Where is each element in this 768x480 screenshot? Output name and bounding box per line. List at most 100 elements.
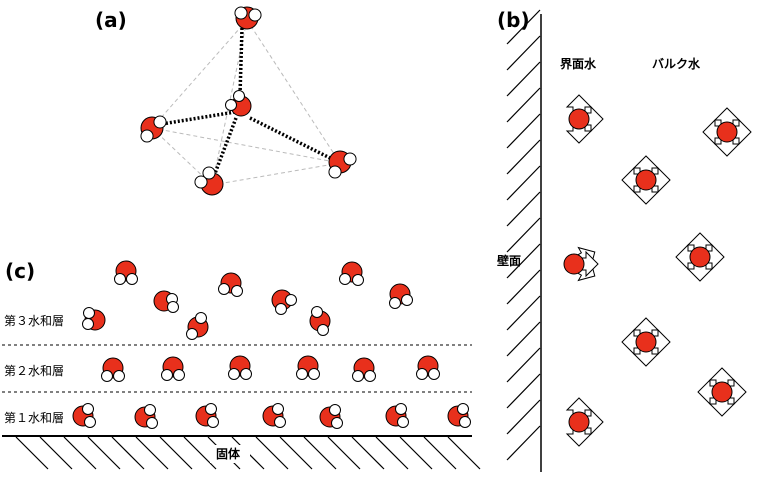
hatch-line <box>15 436 49 470</box>
water-molecule <box>195 403 219 428</box>
hydrogen-atom <box>275 303 287 315</box>
hydrogen-atom <box>395 403 407 415</box>
hatch-line <box>506 269 541 305</box>
hydrogen-atom <box>389 297 401 309</box>
water-molecule <box>218 272 243 297</box>
hydrogen-atom <box>140 129 154 143</box>
hydrogen-atom <box>317 324 329 336</box>
hydrogen-atom <box>328 165 342 179</box>
panel-b-label: (b) <box>497 8 530 32</box>
hatch-line <box>506 61 541 97</box>
hydrogen-atom <box>397 416 409 428</box>
water-molecule <box>140 115 167 143</box>
hatch-line <box>506 35 541 71</box>
hydrogen-atom <box>218 283 230 295</box>
water-molecule <box>352 357 376 382</box>
hatch-line <box>506 165 541 201</box>
hydrogen-atom <box>311 306 323 318</box>
oxygen-atom <box>563 253 585 275</box>
water-molecule <box>134 404 158 429</box>
tetra-edge <box>151 127 341 164</box>
oxygen-atom <box>568 411 590 433</box>
hydrogen-atom <box>339 273 351 285</box>
hydrogen-atom <box>153 115 167 129</box>
hydrogen-atom <box>457 403 469 415</box>
hatch-line <box>375 436 409 470</box>
moving-molecule <box>621 317 671 367</box>
hydrogen-atom <box>126 273 138 285</box>
solid-label-background <box>210 445 250 463</box>
water-molecule <box>271 289 297 315</box>
water-molecule <box>186 312 209 340</box>
water-molecule <box>82 307 106 331</box>
oxygen-atom <box>568 108 590 130</box>
water-molecule <box>262 403 286 428</box>
hydrogen-atom <box>352 370 364 382</box>
hydrogen-bonds <box>161 27 331 177</box>
hatch-line <box>506 113 541 149</box>
hydrogen-atom <box>101 370 113 382</box>
hatch-line <box>255 436 289 470</box>
oxygen-atom <box>716 121 738 143</box>
oxygen-atom <box>635 169 657 191</box>
hydrogen-atom <box>352 274 364 286</box>
hydrogen-atom <box>146 417 158 429</box>
water-molecule <box>416 355 440 380</box>
hydrogen-bond <box>238 27 244 96</box>
bulk-water-label: バルク水 <box>652 56 701 71</box>
hydrogen-bond <box>249 116 331 160</box>
hatch-line <box>399 436 433 470</box>
hatch-line <box>303 436 337 470</box>
hydrogen-atom <box>186 328 198 340</box>
water-molecule <box>114 260 138 285</box>
water-molecule <box>339 261 364 286</box>
hydrogen-atom <box>331 417 343 429</box>
hydrogen-atom <box>428 368 440 380</box>
water-molecule <box>161 356 185 381</box>
hatch-line <box>327 436 361 470</box>
interface-water-label: 界面水 <box>560 56 597 71</box>
hydrogen-atom <box>228 368 240 380</box>
panel-c: (c) 第３水和層 第２水和層 第１水和層 固体 <box>2 259 481 470</box>
hydrogen-atom <box>248 8 262 22</box>
layer-label-3: 第３水和層 <box>4 314 64 328</box>
water-molecule <box>194 166 224 196</box>
hydrogen-atom <box>234 6 248 20</box>
hydrogen-atom <box>82 318 94 330</box>
water-molecule <box>225 90 252 117</box>
moving-molecule <box>621 155 671 205</box>
panel-a: (a) <box>95 8 341 186</box>
panel-c-label: (c) <box>5 259 35 283</box>
hydrogen-atom <box>401 294 413 306</box>
hydrogen-atom <box>207 416 219 428</box>
hydrogen-atom <box>459 416 471 428</box>
moving-molecule <box>565 397 604 447</box>
oxygen-atom <box>689 246 711 268</box>
hydrogen-atom <box>308 368 320 380</box>
hatch-line <box>506 373 541 409</box>
wall-hatching <box>506 9 541 461</box>
tetra-edge <box>211 162 341 186</box>
hydrogen-atom <box>364 370 376 382</box>
moving-molecule <box>702 107 752 157</box>
water-molecule <box>328 150 357 179</box>
hatch-line <box>506 191 541 227</box>
moving-molecule <box>697 367 747 417</box>
water-molecule <box>153 290 179 313</box>
hydrogen-bond <box>161 110 236 126</box>
tetra-edge <box>246 19 341 164</box>
hydrogen-atom <box>173 369 185 381</box>
hydrogen-atom <box>233 90 245 102</box>
water-molecule <box>385 403 409 428</box>
hatch-line <box>351 436 385 470</box>
moving-molecule <box>675 232 725 282</box>
moving-molecule <box>565 94 604 144</box>
layer-label-2: 第２水和層 <box>4 364 64 378</box>
hydrogen-atom <box>83 307 95 319</box>
water-molecule <box>447 403 471 428</box>
hydrogen-atom <box>272 403 284 415</box>
hydrogen-atom <box>240 368 252 380</box>
hatch-line <box>506 139 541 175</box>
moving-molecule <box>563 246 599 282</box>
